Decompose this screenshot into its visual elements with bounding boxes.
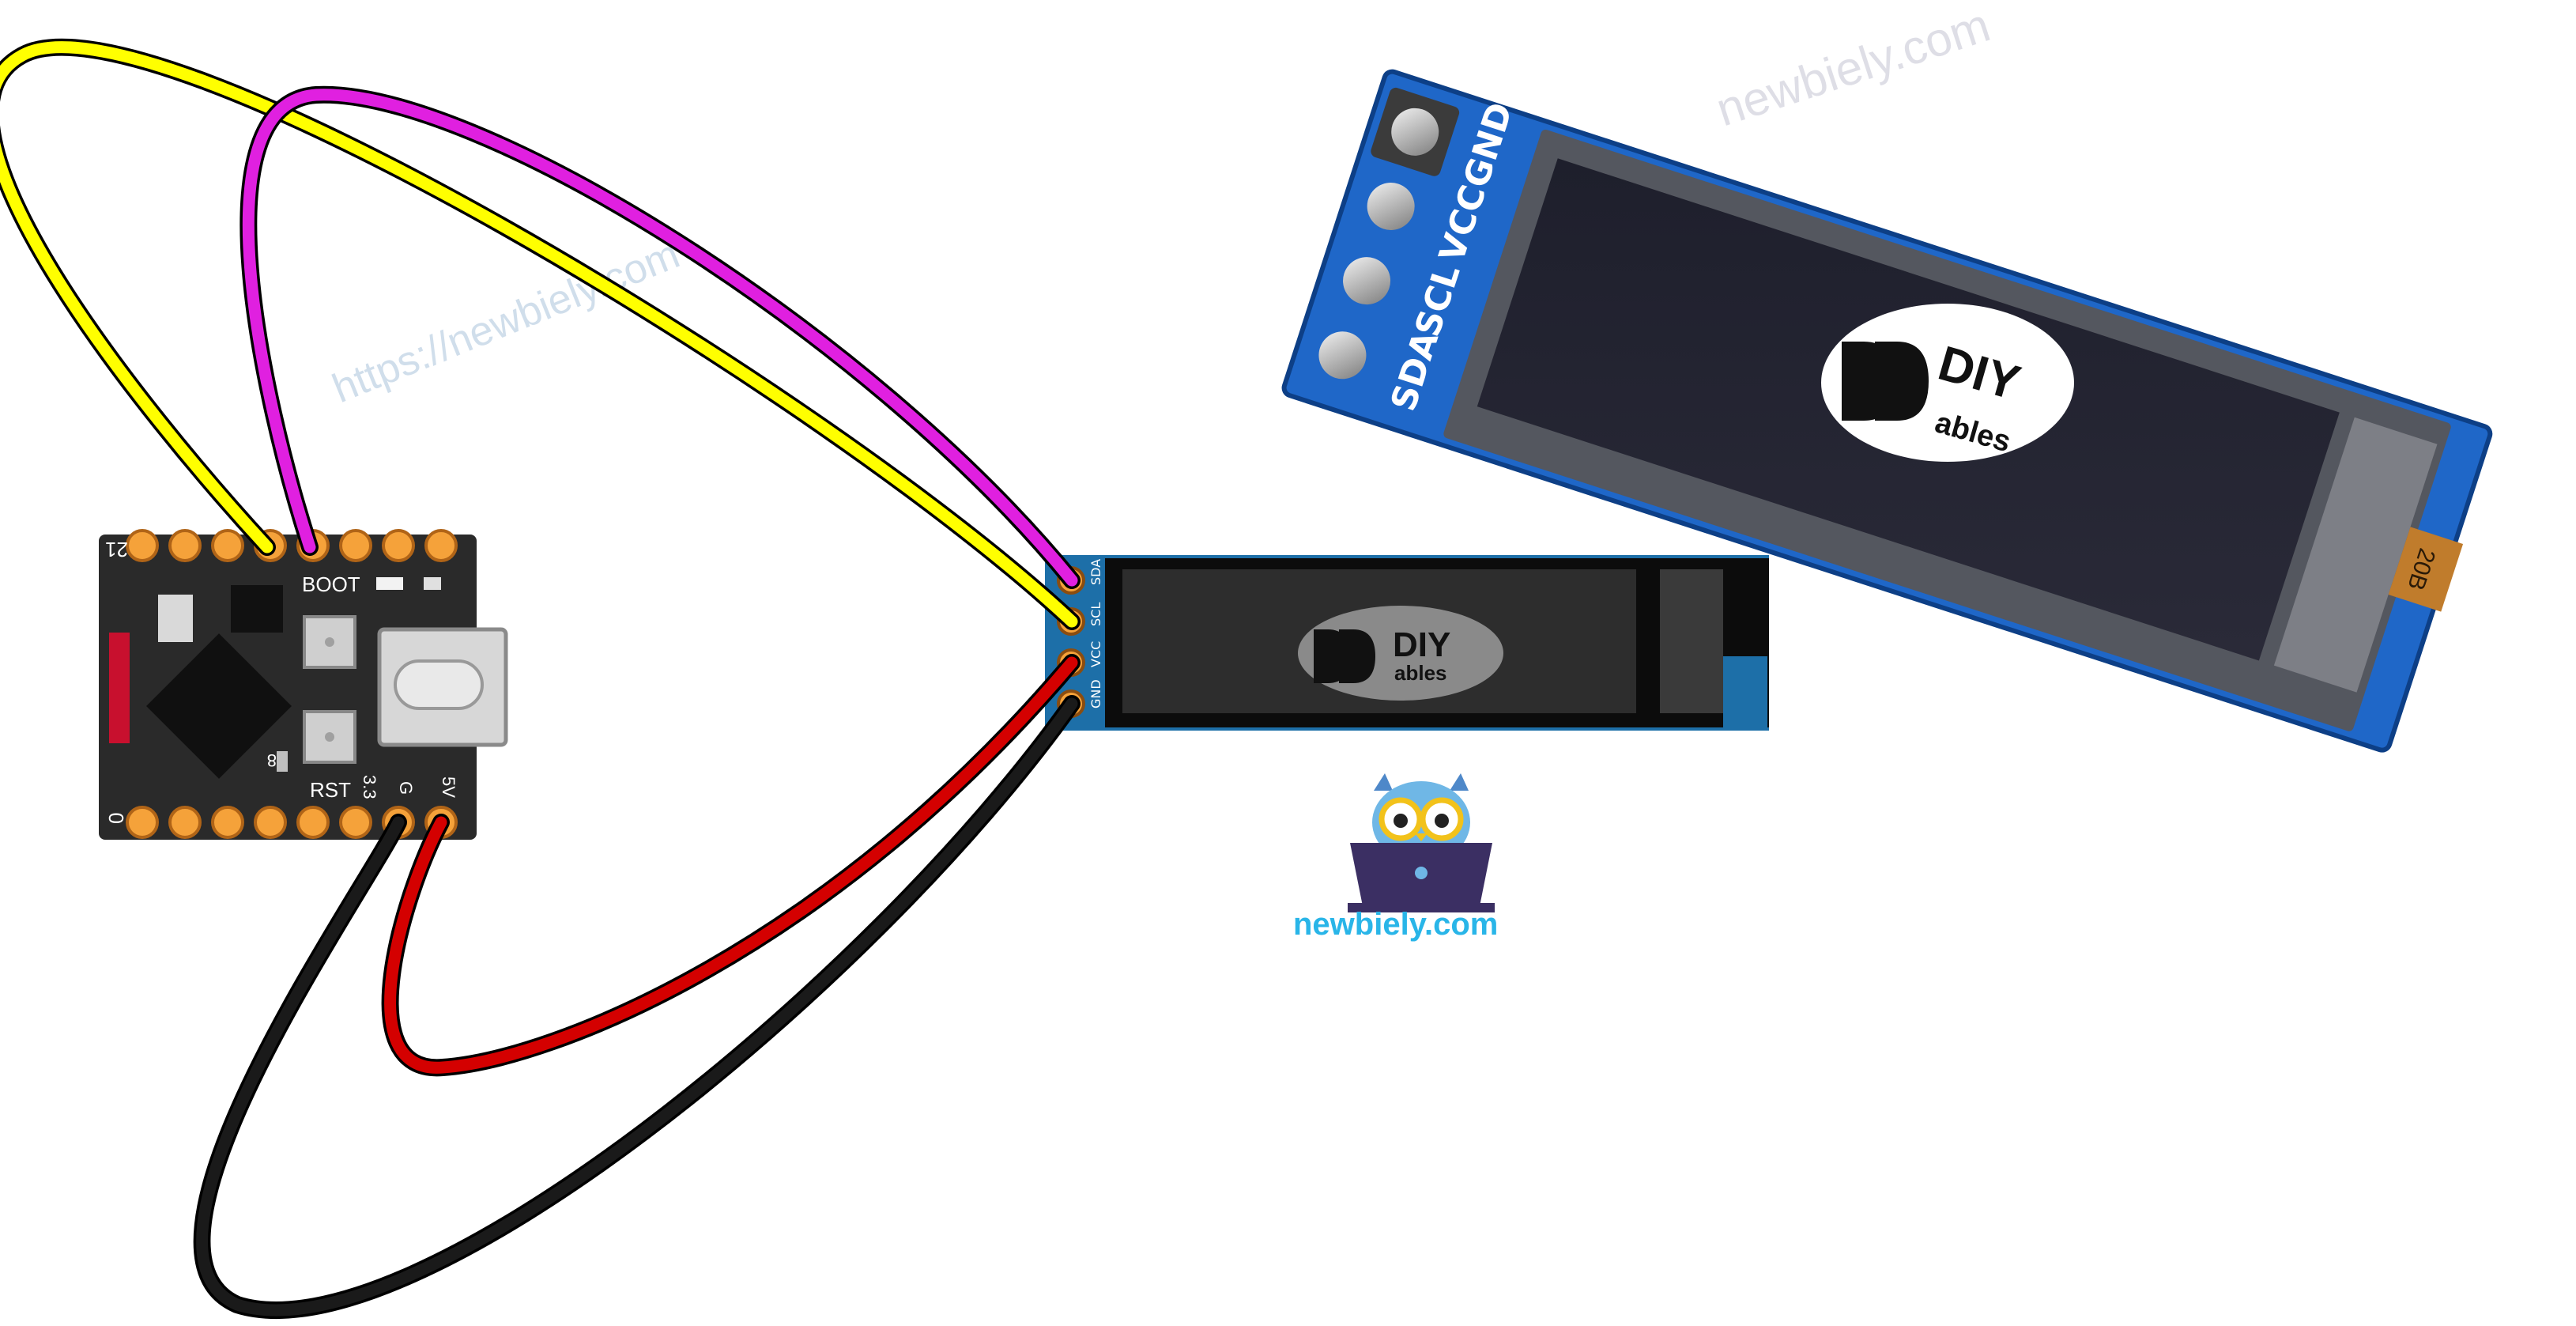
watermark-photo: newbiely.com	[1710, 0, 1996, 136]
diyables-logo-icon	[1842, 342, 1929, 421]
wire-sda-core	[242, 89, 1078, 587]
esp32-board: 21 0 BOOT RST 8 3.3 G 5V	[99, 529, 508, 840]
oled-small-pin-scl: SCL	[1088, 603, 1103, 626]
owl-mascot-icon	[1348, 773, 1495, 912]
board-antenna	[109, 633, 130, 743]
board-pcb	[99, 535, 477, 840]
board-mcu	[146, 633, 292, 779]
board-label-5v: 5V	[439, 776, 458, 798]
board-label-21: 21	[105, 538, 128, 561]
wire-scl-core	[0, 41, 1078, 628]
watermark-url: https://newbiely.com	[326, 231, 686, 412]
board-label-led: 8	[267, 750, 277, 770]
oled-small-pin-gnd: GND	[1088, 679, 1103, 708]
wire-gnd-core	[196, 697, 1078, 1317]
board-label-g: G	[396, 781, 416, 795]
wire-vcc-core	[384, 656, 1078, 1074]
board-label-boot: BOOT	[302, 572, 360, 596]
oled-photo-ribbon	[2273, 417, 2438, 693]
usb-c-port-icon	[377, 627, 508, 747]
oled-small-logo: DIY ables	[1298, 606, 1503, 701]
board-chip-small	[158, 595, 193, 642]
board-label-rst: RST	[310, 778, 351, 802]
brand-name: newbiely.com	[1293, 907, 1498, 942]
reset-button[interactable]	[303, 710, 356, 764]
oled-small-pin-sda: SDA	[1088, 559, 1103, 585]
wires	[0, 38, 1081, 1319]
diyables-small-logo-icon	[1314, 629, 1375, 683]
board-ic	[231, 585, 283, 633]
oled-photo-pin-headers	[1318, 87, 1460, 380]
oled-small-module: SDA SCL VCC GND DIY ables	[1045, 555, 1769, 731]
board-label-0: 0	[104, 813, 128, 824]
oled-photo-logo: DIY ables	[1821, 304, 2074, 462]
board-label-3v3: 3.3	[360, 775, 379, 799]
oled-small-logo-main: DIY	[1393, 625, 1450, 664]
oled-small-pin-vcc: VCC	[1088, 641, 1103, 667]
oled-small-logo-sub: ables	[1394, 661, 1447, 685]
